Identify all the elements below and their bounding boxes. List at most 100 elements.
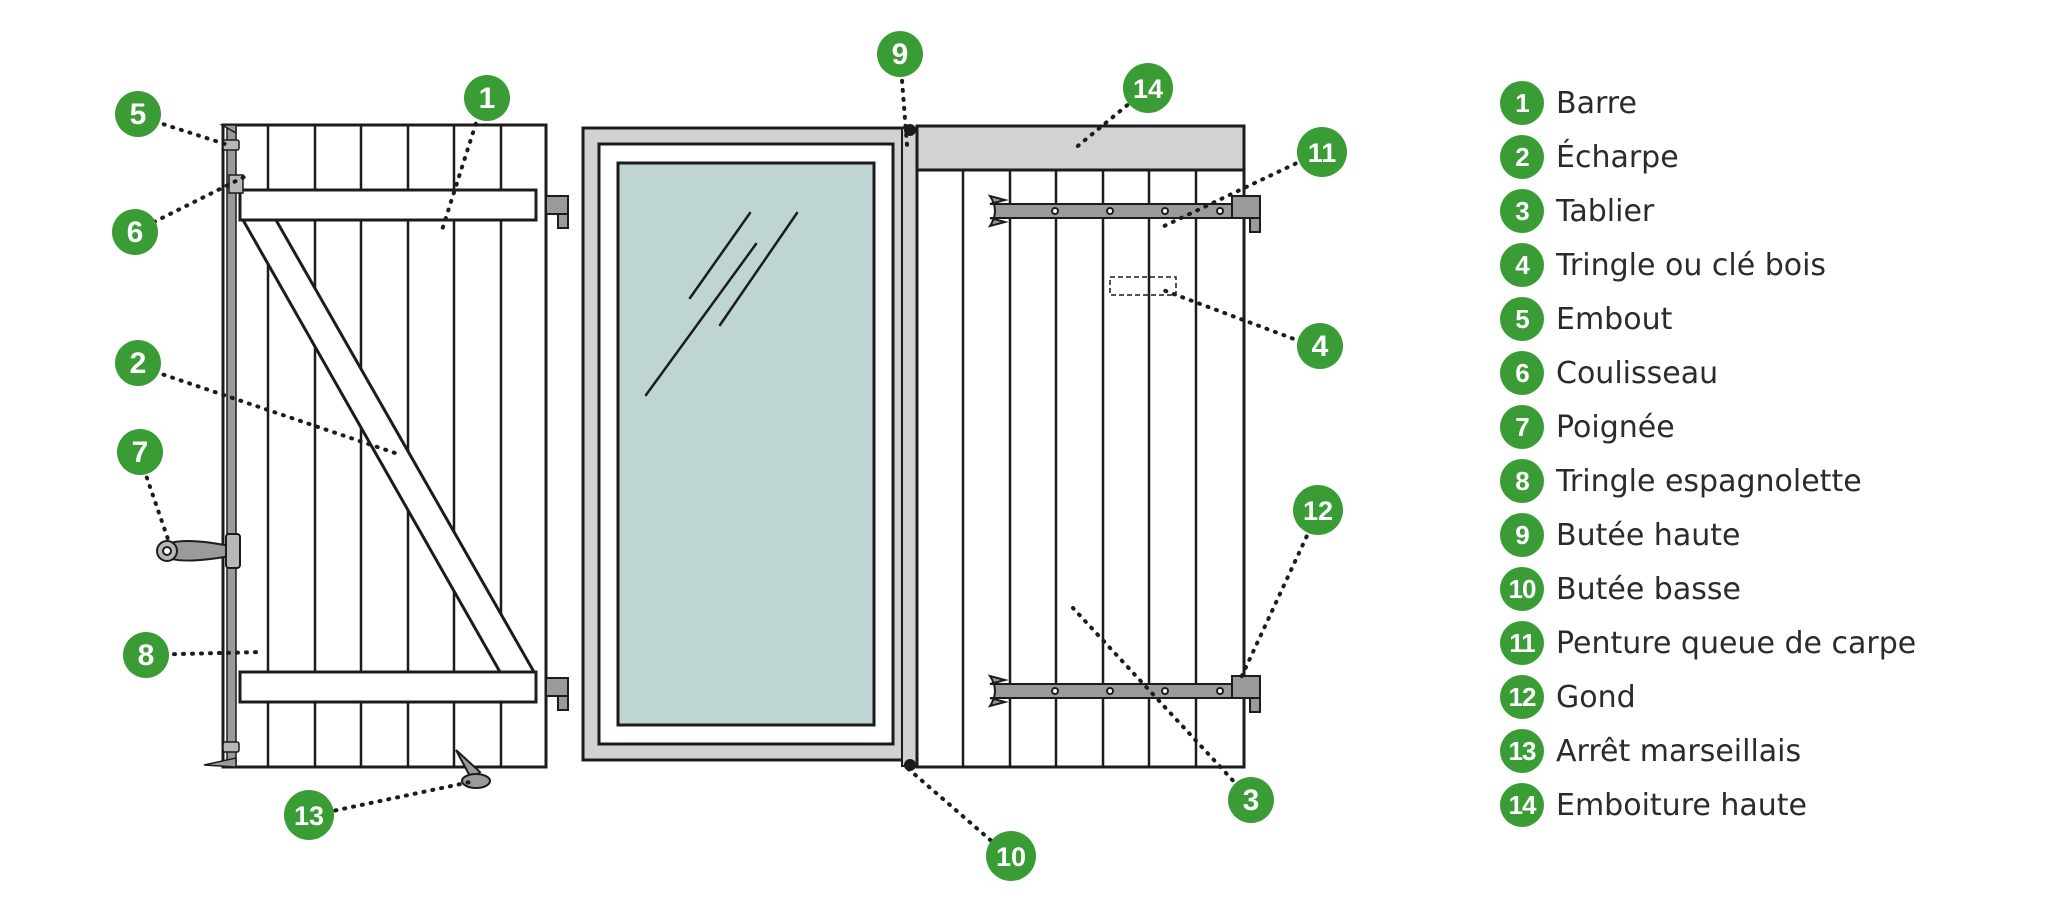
window-post: [901, 127, 918, 767]
legend-badge: 2: [1500, 135, 1544, 179]
legend-item: 1 Barre: [1500, 76, 2020, 130]
legend-badge: 10: [1500, 567, 1544, 611]
legend-label: Écharpe: [1556, 139, 1679, 175]
rod-ring-bottom: [222, 741, 240, 753]
callout-4-number: 4: [1312, 330, 1329, 363]
callout-2-badge: [115, 340, 161, 386]
callout-11-number: 11: [1308, 138, 1337, 168]
callout-5-badge: [115, 91, 161, 137]
callout-6-number: 6: [127, 216, 144, 249]
callout-3-badge: [1228, 777, 1274, 823]
callout-1: 1: [464, 75, 510, 121]
legend-badge: 12: [1500, 675, 1544, 719]
legend-badge: 5: [1500, 297, 1544, 341]
callout-1-badge: [464, 75, 510, 121]
legend-label: Poignée: [1556, 409, 1675, 445]
legend-item: 7 Poignée: [1500, 400, 2020, 454]
legend-badge: 14: [1500, 783, 1544, 827]
legend-item: 6 Coulisseau: [1500, 346, 2020, 400]
legend-item: 4 Tringle ou clé bois: [1500, 238, 2020, 292]
legend-label: Penture queue de carpe: [1556, 625, 1917, 661]
glass-reflection: [644, 211, 799, 397]
legend-item: 5 Embout: [1500, 292, 2020, 346]
callout-7: 7: [117, 429, 163, 475]
legend-badge: 11: [1500, 621, 1544, 665]
legend-label: Tringle espagnolette: [1556, 463, 1862, 499]
legend-badge: 1: [1500, 81, 1544, 125]
wood-key-dashed: [1109, 276, 1177, 296]
callout-7-number: 7: [132, 436, 149, 469]
legend-label: Butée basse: [1556, 571, 1741, 607]
window-glass: [616, 161, 876, 727]
legend-badge: 9: [1500, 513, 1544, 557]
legend-badge: 7: [1500, 405, 1544, 449]
callout-11-badge: [1297, 127, 1347, 177]
callout-12-number: 12: [1303, 496, 1333, 526]
legend-item: 11 Penture queue de carpe: [1500, 616, 2020, 670]
legend-label: Arrêt marseillais: [1556, 733, 1802, 769]
callout-1-number: 1: [479, 82, 496, 115]
legend-badge: 8: [1500, 459, 1544, 503]
legend-label: Tablier: [1556, 193, 1655, 229]
callout-5-number: 5: [130, 98, 147, 131]
callout-14: 14: [1123, 63, 1173, 113]
legend-item: 10 Butée basse: [1500, 562, 2020, 616]
callout-9: 9: [877, 31, 923, 77]
legend-item: 8 Tringle espagnolette: [1500, 454, 2020, 508]
callout-4-badge: [1297, 323, 1343, 369]
legend-item: 13 Arrêt marseillais: [1500, 724, 2020, 778]
rod-bottom-end: [203, 757, 237, 768]
legend-label: Emboiture haute: [1556, 787, 1807, 823]
callout-3: 3: [1228, 777, 1274, 823]
marseille-stop: [455, 749, 491, 789]
callout-14-badge: [1123, 63, 1173, 113]
legend-badge: 13: [1500, 729, 1544, 773]
callout-4: 4: [1297, 323, 1343, 369]
slide-guide-top: [228, 174, 244, 194]
callout-13: 13: [284, 790, 334, 840]
callout-10-number: 10: [996, 842, 1026, 872]
callout-5: 5: [115, 91, 161, 137]
right-shutter-panel: [915, 124, 1246, 769]
callout-8-number: 8: [138, 639, 155, 672]
callout-9-number: 9: [892, 38, 909, 71]
callout-10-badge: [986, 831, 1036, 881]
callout-14-number: 14: [1133, 74, 1163, 104]
callout-13-badge: [284, 790, 334, 840]
callout-7-badge: [117, 429, 163, 475]
top-header-rail: [915, 124, 1246, 172]
legend-item: 14 Emboiture haute: [1500, 778, 2020, 832]
callout-3-number: 3: [1243, 784, 1260, 817]
shutter-handle: [156, 533, 241, 569]
callout-8-badge: [123, 632, 169, 678]
callout-6-badge: [112, 209, 158, 255]
legend-label: Embout: [1556, 301, 1673, 337]
callout-13-number: 13: [294, 801, 324, 831]
legend-item: 2 Écharpe: [1500, 130, 2020, 184]
callout-10: 10: [986, 831, 1036, 881]
left-bottom-bar: [238, 670, 538, 704]
strap-top: [987, 194, 1261, 233]
legend-item: 12 Gond: [1500, 670, 2020, 724]
callout-6: 6: [112, 209, 158, 255]
legend-label: Gond: [1556, 679, 1636, 715]
callout-12-badge: [1293, 485, 1343, 535]
callout-8: 8: [123, 632, 169, 678]
legend-label: Butée haute: [1556, 517, 1741, 553]
legend-item: 3 Tablier: [1500, 184, 2020, 238]
left-shutter: [156, 123, 569, 789]
legend-item: 9 Butée haute: [1500, 508, 2020, 562]
left-hinges: [545, 195, 569, 711]
rod-top-end: [219, 124, 237, 135]
espagnolette-rod: [226, 127, 237, 765]
legend: 1 Barre 2 Écharpe 3 Tablier 4 Tringle ou…: [1500, 76, 2020, 832]
callout-2-number: 2: [130, 347, 147, 380]
right-shutter-planks: [961, 170, 1198, 767]
window: [581, 124, 918, 771]
legend-badge: 4: [1500, 243, 1544, 287]
callout-2: 2: [115, 340, 161, 386]
legend-label: Barre: [1556, 85, 1637, 121]
callout-9-badge: [877, 31, 923, 77]
strap-bottom: [987, 674, 1261, 713]
